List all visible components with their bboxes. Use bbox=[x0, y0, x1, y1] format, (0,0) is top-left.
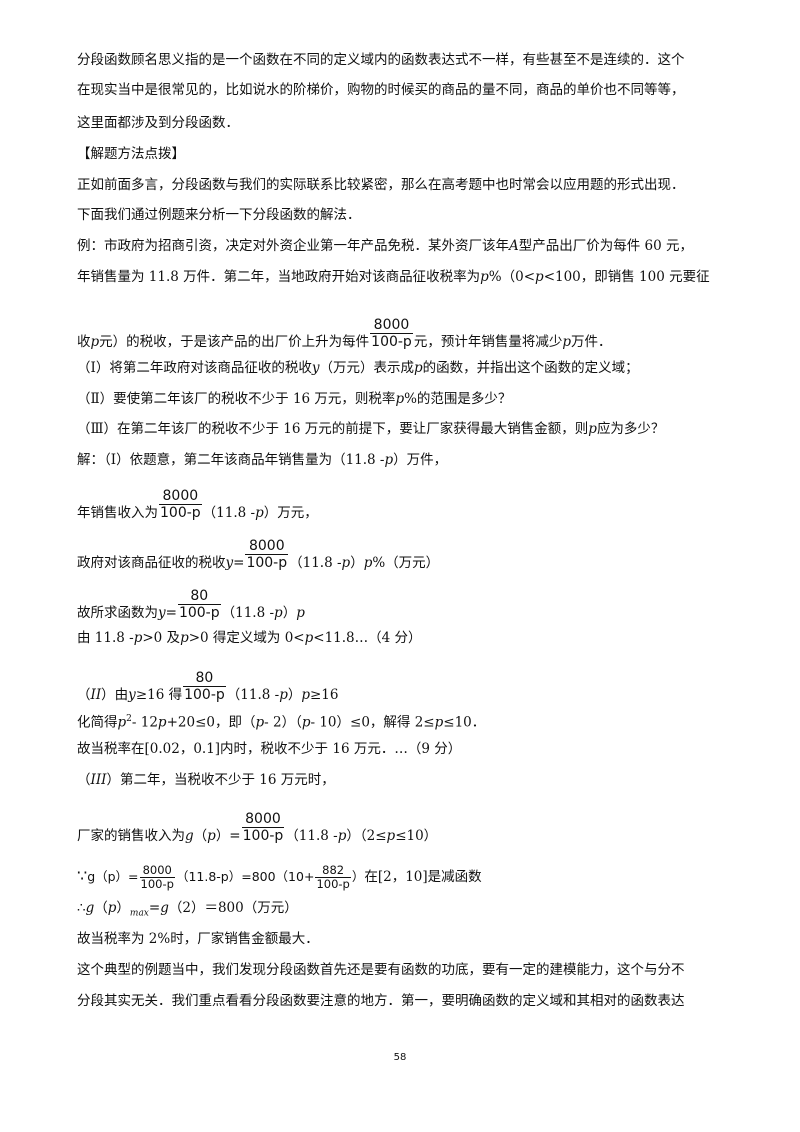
example-line-2: 年销售量为 11.8 万件．第二年，当地政府开始对该商品征收税率为p%（0<p<… bbox=[77, 269, 710, 285]
method-line-2: 下面我们通过例题来分析一下分段函数的解法． bbox=[77, 207, 361, 223]
solution-line-12: ∴g（p）max=g（2）＝800（万元） bbox=[77, 900, 298, 919]
method-header: 【解题方法点拨】 bbox=[77, 146, 185, 162]
intro-line-3: 这里面都涉及到分段函数． bbox=[77, 115, 239, 131]
intro-line-2: 在现实当中是很常见的，比如说水的阶梯价，购物的时候买的商品的量不同，商品的单价也… bbox=[77, 82, 685, 98]
intro-line-1: 分段函数顾名思义指的是一个函数在不同的定义域内的函数表达式不一样，有些甚至不是连… bbox=[77, 52, 685, 68]
method-line-1: 正如前面多言，分段函数与我们的实际联系比较紧密，那么在高考题中也时常会以应用题的… bbox=[77, 177, 685, 193]
closing-line-2: 分段其实无关．我们重点看看分段函数要注意的地方．第一，要明确函数的定义域和其相对… bbox=[77, 993, 685, 1009]
solution-line-8: 故当税率在[0.02，0.1]内时，税收不少于 16 万元．…（9 分） bbox=[77, 741, 462, 757]
solution-line-13: 故当税率为 2%时，厂家销售金额最大． bbox=[77, 931, 319, 947]
example-line-1: 例：市政府为招商引资，决定对外资企业第一年产品免税．某外资厂该年A型产品出厂价为… bbox=[77, 238, 694, 254]
page-number: 58 bbox=[393, 1052, 407, 1063]
solution-line-5: 由 11.8 -p>0 及p>0 得定义域为 0<p<11.8…（4 分） bbox=[77, 630, 422, 646]
question-3: （Ⅲ）在第二年该厂的税收不少于 16 万元的前提下，要让厂家获得最大销售金额，则… bbox=[77, 421, 665, 437]
solution-line-1: 解：（Ⅰ）依题意，第二年该商品年销售量为（11.8 -p）万件， bbox=[77, 452, 448, 468]
closing-line-1: 这个典型的例题当中，我们发现分段函数首先还是要有函数的功底，要有一定的建模能力，… bbox=[77, 962, 685, 978]
solution-line-9: （III）第二年，当税收不少于 16 万元时， bbox=[77, 772, 335, 788]
question-2: （Ⅱ）要使第二年该厂的税收不少于 16 万元，则税率p%的范围是多少？ bbox=[77, 391, 512, 407]
solution-line-7: 化简得p2- 12p+20≤0，即（p- 2）（p- 10）≤0，解得 2≤p≤… bbox=[77, 714, 486, 731]
question-1: （Ⅰ）将第二年政府对该商品征收的税收y（万元）表示成p的函数，并指出这个函数的定… bbox=[77, 360, 639, 376]
